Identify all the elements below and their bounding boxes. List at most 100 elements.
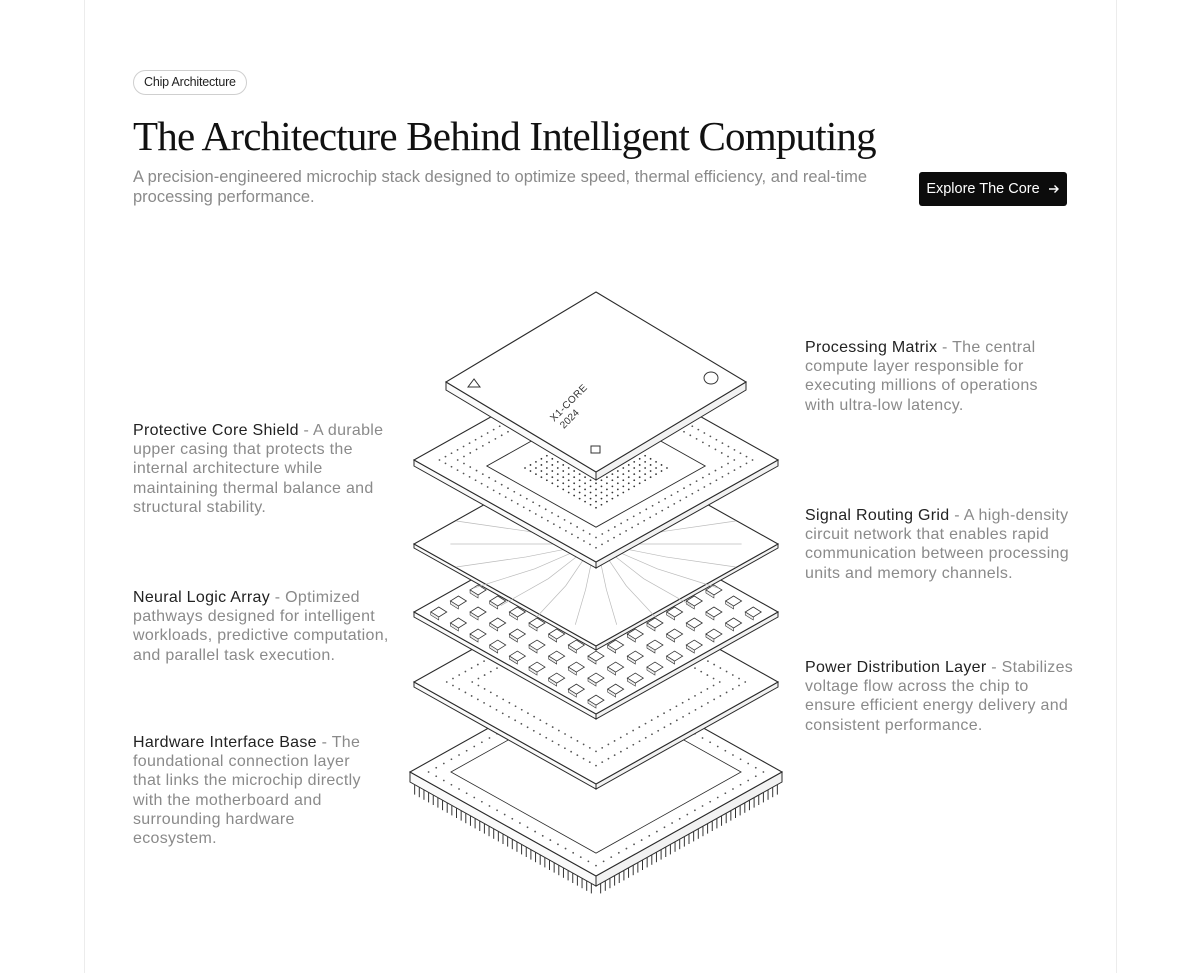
pad-dot [546,519,549,522]
logic-cube-side [509,611,518,621]
die-dot [606,482,608,485]
pad-dot [714,469,717,472]
pad-dot [678,817,681,820]
pad-dot [739,465,742,468]
pad-dot [444,455,447,458]
triangle-marker-icon [467,378,481,388]
pad-dot [576,754,579,757]
pad-dot [569,522,572,525]
pad-dot [582,757,585,760]
die-dot [611,491,614,494]
sep: - [270,589,286,606]
pad-dot [494,480,497,483]
logic-cube-side [430,611,440,621]
text-protective-core-shield: A durable upper casing that protects the… [133,422,384,516]
pad-dot [474,479,477,482]
die-dot [644,479,647,482]
label-processing-matrix: Processing Matrix [805,339,938,356]
trace [574,560,593,625]
logic-cube-side [705,633,715,643]
pad-dot [661,509,664,512]
pad-dot [577,536,579,539]
die-dot [573,488,576,491]
pad-dot [714,448,717,451]
text-hardware-interface-base: The foundational connection layer that l… [133,734,361,848]
die-dot [562,464,565,466]
pad-dot [727,462,729,465]
die-dot [578,497,581,500]
die-dot [556,485,559,488]
logic-cube-side [548,677,557,687]
die-dot [600,485,603,488]
trace [456,548,568,568]
pad-dot [473,796,476,799]
pad-dot [712,677,715,680]
pad-dot [721,475,724,478]
pad-dot [508,701,511,704]
pad-dot [445,681,448,683]
pad-dot [697,428,700,431]
pad-dot [463,455,465,458]
pad-dot [468,475,471,478]
pad-dot [679,499,682,502]
die-dot [562,470,565,472]
die-dot [611,497,614,500]
pad-dot [731,674,734,676]
die-dot [584,476,586,479]
logic-cube-side [489,622,499,632]
pad-dot [631,526,634,529]
die-dot [627,476,630,479]
pad-dot [747,762,750,765]
die-dot [633,473,636,476]
circle-marker-icon [703,371,719,385]
die-dot [562,476,565,479]
pad-dot [572,851,575,854]
pad-dot [511,817,514,820]
die-dot [611,479,614,482]
pad-dot [475,448,478,451]
pad-dot [480,435,483,438]
die-dot [545,454,548,457]
pad-dot [483,660,485,662]
pad-dot [498,425,501,428]
pad-dot [486,486,489,488]
die-dot [622,467,625,469]
die-dot [589,503,592,506]
pad-dot [541,834,544,837]
pad-dot [683,487,685,490]
pad-dot [733,469,736,472]
desc-signal-routing-grid: Signal Routing Grid - A high-density cir… [805,506,1075,583]
pad-dot [552,523,555,526]
die-dot [584,494,586,497]
base-inner-outline [450,690,742,854]
pad-dot [739,758,742,761]
die-dot [573,476,576,479]
text-processing-matrix: The central compute layer responsible fo… [805,339,1038,414]
pad-dot [669,708,672,711]
pad-dot [570,750,573,753]
pad-dot [639,511,641,514]
pad-dot [675,705,678,708]
explore-core-button[interactable]: Explore The Core [919,172,1067,206]
die-dot [545,479,548,482]
pad-dot [703,432,706,434]
logic-cube-side [705,589,715,599]
pad-dot [469,466,472,468]
die-dot [578,473,581,476]
pad-dot [695,480,698,483]
chip-stack-svg: X1-CORE 2024 [408,291,784,894]
die-dot [584,482,586,485]
pad-dot [513,490,516,493]
pad-dot [619,736,622,739]
die-dot [567,467,570,469]
pad-dot [633,843,635,846]
die-dot [606,476,608,479]
die-dot [638,482,641,485]
pad-dot [452,684,454,687]
pad-dot [632,743,635,746]
pad-dot [469,452,472,454]
pad-dot [450,465,453,468]
pad-dot [667,506,670,509]
logic-cube-side [627,677,636,687]
desc-power-distribution-layer: Power Distribution Layer - Stabilizes vo… [805,658,1075,735]
